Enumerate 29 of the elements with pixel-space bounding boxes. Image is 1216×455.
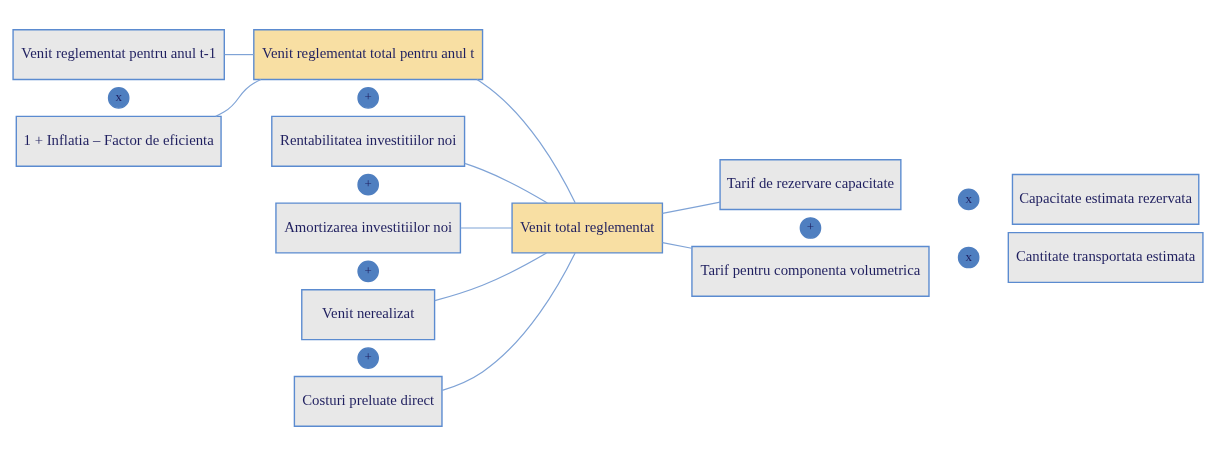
node-circle: + xyxy=(357,86,379,109)
connector xyxy=(464,162,548,204)
node-box: Venit total reglementat xyxy=(511,201,664,254)
node-circle: + xyxy=(357,260,379,282)
connector xyxy=(434,251,548,301)
node-circle: x xyxy=(957,246,980,268)
node-box: Venit reglementat pentru anul t-1 xyxy=(12,28,225,80)
node-circle: + xyxy=(799,216,822,239)
node-box: Rentabilitatea investitiilor noi xyxy=(271,115,466,167)
node-box: Costuri preluate direct xyxy=(293,375,443,427)
connector xyxy=(441,251,576,391)
node-box: Tarif pentru componenta volumetrica xyxy=(691,245,930,297)
node-box: Capacitate estimata rezervata xyxy=(1011,173,1200,225)
node-circle: x xyxy=(107,86,130,109)
node-box: Venit nerealizat xyxy=(301,288,436,340)
node-box: 1 + Inflatia – Factor de eficienta xyxy=(15,115,222,167)
node-circle: + xyxy=(357,173,379,195)
node-circle: + xyxy=(357,346,379,369)
connector xyxy=(476,78,576,203)
connector xyxy=(224,53,255,55)
node-circle: x xyxy=(957,188,980,210)
connector xyxy=(460,226,513,229)
node-box: Amortizarea investitiilor noi xyxy=(275,201,462,254)
node-box: Venit reglementat total pentru anul t xyxy=(253,28,484,80)
connector xyxy=(661,241,693,249)
node-box: Cantitate transportata estimata xyxy=(1007,231,1204,283)
connector xyxy=(215,78,262,117)
node-box: Tarif de rezervare capacitate xyxy=(719,158,902,210)
connector xyxy=(661,201,721,214)
